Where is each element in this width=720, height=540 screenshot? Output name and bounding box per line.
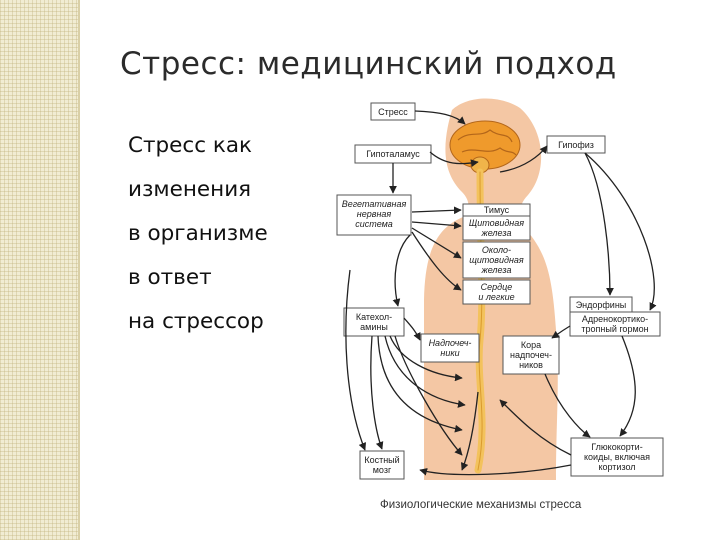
- box-thyroid: [462, 215, 531, 241]
- label-autonomic-nervous-system: Вегетативная нервная система: [341, 199, 407, 229]
- label-glucocorticoids: Глюкокорти- коиды, включая кортизол: [584, 442, 650, 472]
- stress-mechanism-diagram: [336, 98, 664, 480]
- box-autonomic: [336, 194, 412, 236]
- label-thyroid: Щитовидная железа: [468, 218, 525, 238]
- box-parathyroid: [462, 241, 531, 279]
- bullet-line-1: Стресс как: [128, 133, 253, 158]
- box-acth: [569, 311, 661, 337]
- bullet-line-2: изменения: [128, 177, 252, 202]
- label-catecholamines: Катехол- амины: [355, 312, 393, 332]
- bullet-list: Стресс как изменения в организме в ответ…: [128, 124, 268, 344]
- label-bone-marrow: Костный мозг: [364, 455, 400, 475]
- strip-edge-divider: [78, 0, 80, 540]
- slide-title: Стресс: медицинский подход: [120, 46, 617, 82]
- label-endorphins: Эндорфины: [575, 300, 627, 310]
- label-adrenal-cortex: Кора надпочеч- ников: [510, 340, 552, 370]
- decorative-side-strip: [0, 0, 78, 540]
- box-adrenals: [420, 333, 480, 363]
- bullet-line-4: в ответ: [128, 265, 212, 290]
- label-parathyroid: Около- щитовидная железа: [469, 245, 524, 275]
- label-hypothalamus: Гипоталамус: [366, 149, 420, 159]
- bullet-line-5: на стрессор: [128, 309, 264, 334]
- label-pituitary: Гипофиз: [558, 140, 594, 150]
- box-catecholamines: [343, 307, 405, 337]
- bullet-line-3: в организме: [128, 221, 268, 246]
- label-stress: Стресс: [378, 107, 408, 117]
- label-thymus: Тимус: [483, 205, 510, 215]
- label-acth: Адренокортико- тропный гормон: [581, 314, 649, 334]
- diagram-caption: Физиологические механизмы стресса: [380, 499, 582, 511]
- box-heart-lungs: [462, 279, 531, 305]
- label-heart-lungs: Сердце и легкие: [478, 282, 515, 302]
- label-adrenals: Надпочеч- ники: [428, 338, 472, 358]
- box-glucocorticoids: [570, 437, 664, 477]
- box-adrenal-cortex: [502, 335, 560, 375]
- box-pituitary: [546, 135, 606, 154]
- box-bone-marrow: [359, 450, 405, 480]
